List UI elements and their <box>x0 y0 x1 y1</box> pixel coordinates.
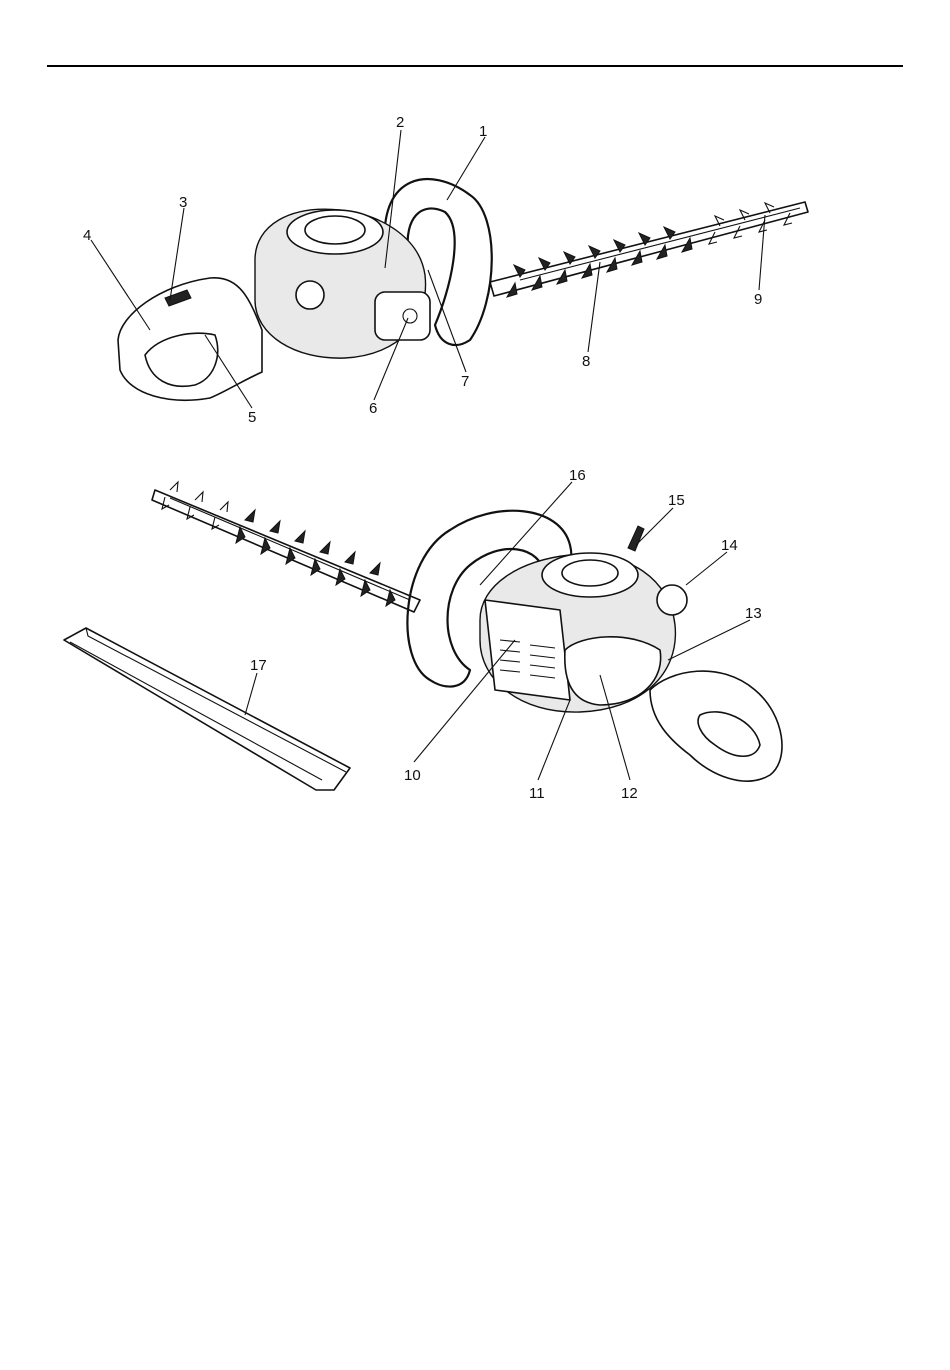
callout-4: 4 <box>83 227 91 244</box>
callout-8: 8 <box>582 353 590 370</box>
callout-13: 13 <box>745 605 762 622</box>
blade-bar-bottom <box>152 482 420 612</box>
callout-11: 11 <box>529 785 545 802</box>
callout-14: 14 <box>721 537 738 554</box>
callout-6: 6 <box>369 400 377 417</box>
callout-3: 3 <box>179 194 187 211</box>
callout-12: 12 <box>621 785 638 802</box>
hedge-trimmer-top-view <box>118 179 808 400</box>
blade-cover <box>64 628 350 790</box>
callout-17: 17 <box>250 657 267 674</box>
callout-15: 15 <box>668 492 685 509</box>
callout-10: 10 <box>404 767 421 784</box>
callout-16: 16 <box>569 467 586 484</box>
callout-7: 7 <box>461 373 469 390</box>
callout-5: 5 <box>248 409 256 426</box>
callout-9: 9 <box>754 291 762 308</box>
callout-2: 2 <box>396 114 404 131</box>
callout-1: 1 <box>479 123 487 140</box>
blade-bar-top <box>490 202 808 297</box>
